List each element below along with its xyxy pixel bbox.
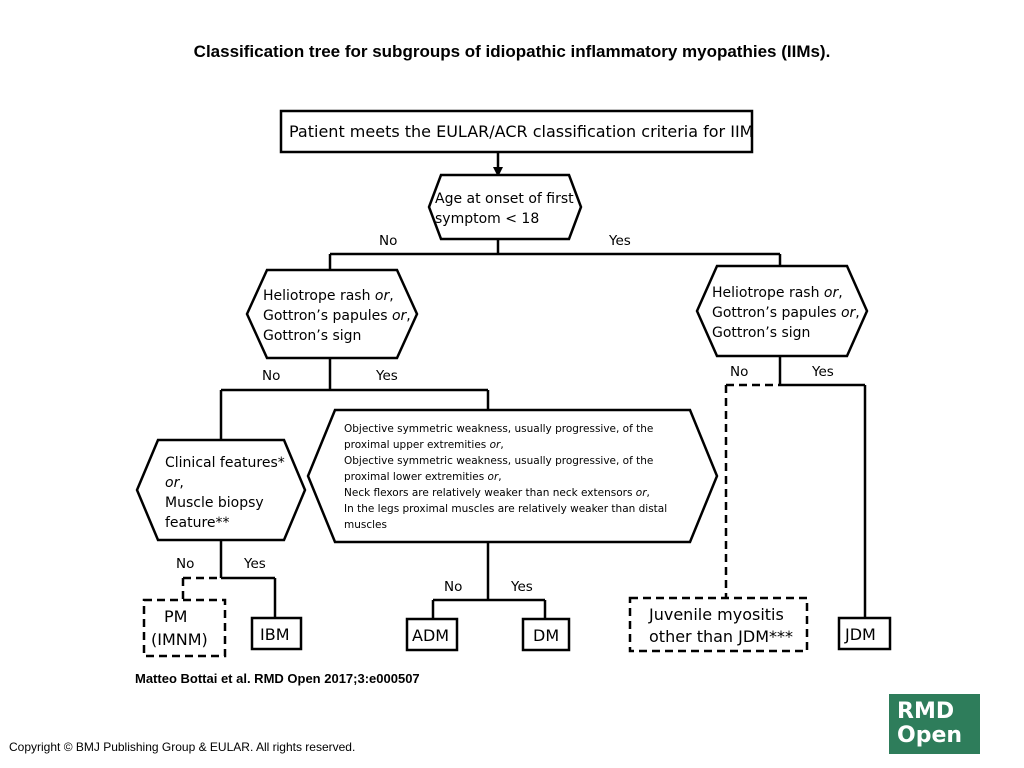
weakness-yes-label: Yes bbox=[510, 579, 533, 595]
age-branch-yes-label: Yes bbox=[608, 233, 631, 249]
leaf-juvenile-line-1: Juvenile myositis bbox=[648, 605, 784, 624]
copyright-notice: Copyright © BMJ Publishing Group & EULAR… bbox=[9, 740, 356, 754]
skin-left-no-label: No bbox=[262, 368, 280, 384]
weakness-line-2: proximal upper extremities or, bbox=[344, 439, 504, 451]
clinical-no-label: No bbox=[176, 556, 194, 572]
weakness-no-label: No bbox=[444, 579, 462, 595]
weakness-line-5: Neck flexors are relatively weaker than … bbox=[344, 487, 650, 499]
slide-title: Classification tree for subgroups of idi… bbox=[193, 42, 831, 61]
logo-line-1: RMD bbox=[897, 699, 955, 724]
leaf-juvenile-myositis: Juvenile myositis other than JDM*** bbox=[628, 596, 809, 653]
weakness-line-4: proximal lower extremities or, bbox=[344, 471, 502, 483]
leaf-pm-line-1: PM bbox=[164, 607, 187, 626]
clinical-yes-label: Yes bbox=[243, 556, 266, 572]
clinical-line-4: feature** bbox=[165, 515, 230, 531]
leaf-jdm-text: JDM bbox=[844, 625, 876, 644]
weakness-line-7: muscles bbox=[344, 519, 387, 531]
leaf-jdm: JDM bbox=[837, 616, 892, 651]
skin-right-no-label: No bbox=[730, 364, 748, 380]
leaf-juvenile-line-2: other than JDM*** bbox=[649, 627, 793, 646]
leaf-dm-text: DM bbox=[533, 626, 559, 645]
weakness-criteria-node: Objective symmetric weakness, usually pr… bbox=[306, 408, 719, 544]
root-criteria-text: Patient meets the EULAR/ACR classificati… bbox=[289, 122, 753, 141]
skin-left-line-1: Heliotrope rash or, bbox=[263, 288, 394, 304]
rmd-open-logo: RMD Open bbox=[889, 694, 980, 754]
logo-line-2: Open bbox=[897, 723, 963, 748]
clinical-line-1: Clinical features* bbox=[165, 455, 285, 471]
leaf-dm: DM bbox=[521, 617, 571, 652]
skin-signs-node-adult: Heliotrope rash or, Gottron’s papules or… bbox=[245, 268, 419, 360]
skin-right-line-3: Gottron’s sign bbox=[712, 325, 810, 341]
leaf-pm-line-2: (IMNM) bbox=[151, 630, 208, 649]
age-onset-node: Age at onset of first symptom < 18 bbox=[427, 173, 583, 241]
skin-left-line-2: Gottron’s papules or, bbox=[263, 308, 411, 324]
clinical-features-node: Clinical features* or, Muscle biopsy fea… bbox=[135, 438, 307, 542]
leaf-adm: ADM bbox=[405, 617, 459, 652]
leaf-ibm-text: IBM bbox=[260, 625, 290, 644]
weakness-line-3: Objective symmetric weakness, usually pr… bbox=[344, 455, 653, 467]
skin-signs-node-juvenile: Heliotrope rash or, Gottron’s papules or… bbox=[695, 264, 869, 358]
clinical-line-3: Muscle biopsy bbox=[165, 495, 264, 511]
leaf-ibm: IBM bbox=[250, 616, 303, 651]
skin-left-yes-label: Yes bbox=[375, 368, 398, 384]
weakness-line-6: In the legs proximal muscles are relativ… bbox=[344, 503, 667, 515]
leaf-pm-imnm: PM (IMNM) bbox=[142, 598, 227, 658]
age-onset-line-1: Age at onset of first bbox=[435, 191, 574, 207]
skin-right-line-2: Gottron’s papules or, bbox=[712, 305, 860, 321]
age-onset-line-2: symptom < 18 bbox=[435, 211, 539, 227]
skin-right-yes-label: Yes bbox=[811, 364, 834, 380]
root-criteria-box: Patient meets the EULAR/ACR classificati… bbox=[279, 109, 753, 154]
citation: Matteo Bottai et al. RMD Open 2017;3:e00… bbox=[135, 671, 420, 686]
skin-left-line-3: Gottron’s sign bbox=[263, 328, 361, 344]
skin-right-line-1: Heliotrope rash or, bbox=[712, 285, 843, 301]
age-branch-no-label: No bbox=[379, 233, 397, 249]
weakness-line-1: Objective symmetric weakness, usually pr… bbox=[344, 423, 653, 435]
clinical-line-2: or, bbox=[165, 475, 184, 491]
leaf-adm-text: ADM bbox=[412, 626, 449, 645]
